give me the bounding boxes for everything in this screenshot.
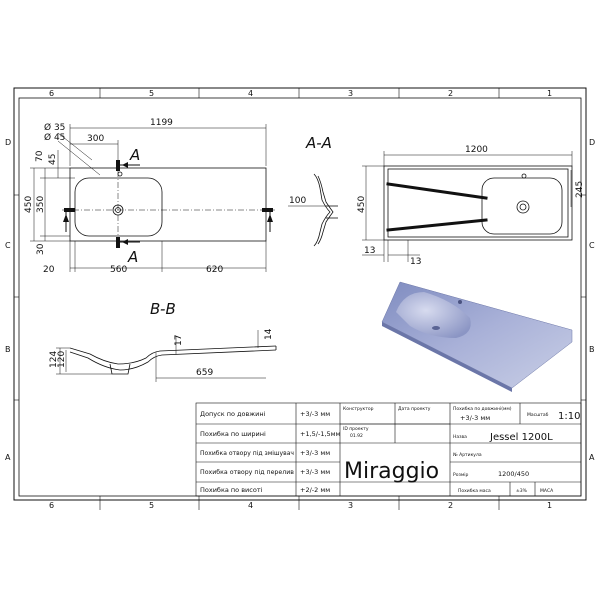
dim-dia-45: Ø 45 xyxy=(44,132,65,143)
tol-value-height: +2/-2 мм xyxy=(300,486,330,494)
name-label: Назва xyxy=(453,434,467,440)
dim-1200: 1200 xyxy=(465,145,488,155)
dim-560: 560 xyxy=(110,265,127,275)
dim-1199: 1199 xyxy=(150,118,173,128)
dim-245: 245 xyxy=(575,181,585,198)
date-label: Дата проекту xyxy=(398,406,431,412)
article-label: № Артикула xyxy=(453,452,482,458)
dim-659: 659 xyxy=(196,368,213,378)
dim-13a: 13 xyxy=(364,246,375,256)
section-aa-slots xyxy=(386,182,488,232)
length-tol-value: +3/-3 мм xyxy=(460,414,490,422)
frame-top-1: 1 xyxy=(547,89,552,98)
frame-bottom-2: 2 xyxy=(448,501,453,510)
dim-350: 350 xyxy=(36,196,46,213)
scale-value: 1:10 xyxy=(558,411,580,422)
dim-30: 30 xyxy=(36,243,46,255)
frame-top-5: 5 xyxy=(149,89,154,98)
project-id-label: ID проекту xyxy=(343,426,369,432)
constructor-label: Конструктор xyxy=(343,406,374,412)
brand-logo: Miraggio xyxy=(344,459,439,484)
tol-label-length: Допуск по довжині xyxy=(200,410,266,418)
frame-top-4: 4 xyxy=(248,89,253,98)
zone-ticks xyxy=(14,88,586,510)
frame-right-C: C xyxy=(589,241,595,250)
dim-20: 20 xyxy=(43,265,55,275)
frame-left-A: A xyxy=(5,453,11,462)
frame-left-C: C xyxy=(5,241,11,250)
section-aa-profile xyxy=(288,173,338,247)
frame-bottom-5: 5 xyxy=(149,501,154,510)
tol-value-length: +3/-3 мм xyxy=(300,410,330,418)
frame-right-D: D xyxy=(589,138,595,147)
marker-a-bottom: A xyxy=(127,248,138,266)
tol-label-mixer: Похибка отвору під змішувач xyxy=(200,449,294,457)
section-markers xyxy=(63,160,273,248)
section-aa-view xyxy=(362,151,573,262)
dim-45: 45 xyxy=(48,154,58,165)
basin-3d-render xyxy=(381,281,573,392)
tol-label-height: Похибка по висоті xyxy=(200,486,263,494)
frame-bottom-4: 4 xyxy=(248,501,253,510)
frame-left-D: D xyxy=(5,138,11,147)
dim-120: 120 xyxy=(57,351,67,368)
tol-value-overflow: +3/-3 мм xyxy=(300,468,330,476)
dim-aa-450: 450 xyxy=(357,196,367,213)
frame-right-B: B xyxy=(589,345,595,354)
tol-value-width: +1,5/-1,5мм xyxy=(300,430,341,438)
mass-tol-value: ±3% xyxy=(516,488,528,494)
frame-bottom-1: 1 xyxy=(547,501,552,510)
tol-value-mixer: +3/-3 мм xyxy=(300,449,330,457)
tol-label-overflow: Похибка отвору під перелив xyxy=(200,468,294,476)
frame-right-A: A xyxy=(589,453,595,462)
dim-17: 17 xyxy=(174,335,184,346)
dim-124: 124 xyxy=(49,351,59,368)
name-value: Jessel 1200L xyxy=(489,432,553,443)
section-bb-view xyxy=(56,330,277,382)
section-aa-title: A-A xyxy=(305,134,332,152)
frame-left-B: B xyxy=(5,345,11,354)
frame-bottom-3: 3 xyxy=(348,501,353,510)
dim-13b: 13 xyxy=(410,257,421,267)
length-tol-label: Похибка по довжині(мм) xyxy=(453,406,512,412)
dim-14: 14 xyxy=(264,328,274,340)
mass-tol-label: Похибка маса xyxy=(458,488,491,494)
section-bb-title: B-B xyxy=(150,300,176,318)
tol-label-width: Похибка по ширині xyxy=(200,430,266,438)
dim-100: 100 xyxy=(289,196,306,206)
frame-top-3: 3 xyxy=(348,89,353,98)
size-value: 1200/450 xyxy=(498,470,529,478)
dim-450: 450 xyxy=(24,196,34,213)
plan-view xyxy=(30,124,275,272)
scale-label: Масштаб xyxy=(527,412,549,418)
frame-top-6: 6 xyxy=(49,89,54,98)
dim-dia-35: Ø 35 xyxy=(44,122,65,133)
mass-label: МАСА xyxy=(540,488,554,494)
title-block-grid xyxy=(195,402,582,497)
size-label: Розмір xyxy=(453,472,469,478)
dim-70: 70 xyxy=(35,150,45,162)
outer-frame xyxy=(13,87,587,501)
project-id-value: 01.92 xyxy=(350,433,363,439)
dim-620: 620 xyxy=(206,265,223,275)
frame-bottom-6: 6 xyxy=(49,501,54,510)
marker-a-top: A xyxy=(129,146,140,164)
dim-300: 300 xyxy=(87,134,104,144)
frame-top-2: 2 xyxy=(448,89,453,98)
